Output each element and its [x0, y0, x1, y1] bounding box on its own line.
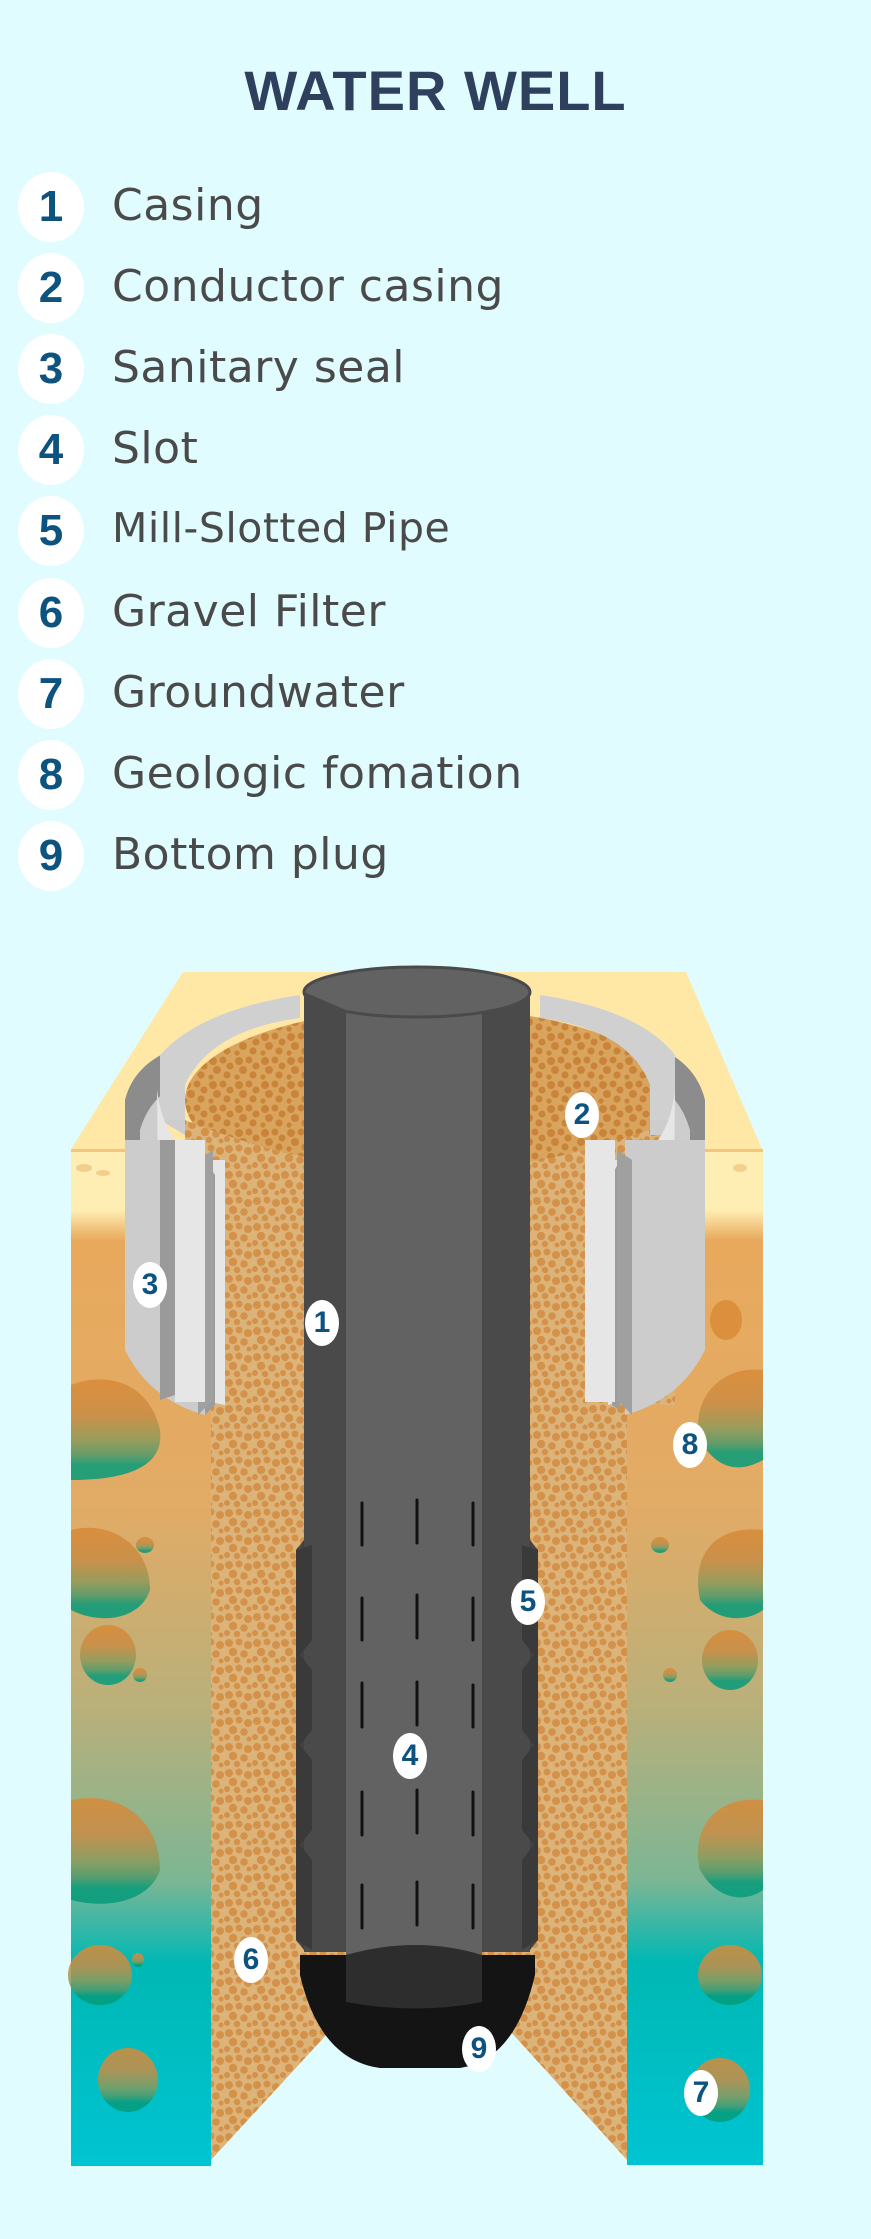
callout-slot: 4 [393, 1733, 427, 1779]
callout-gravel-filter: 6 [234, 1937, 268, 1983]
number-badge: 9 [18, 821, 84, 891]
legend-item-groundwater: 7 Groundwater [18, 659, 618, 729]
legend-label: Conductor casing [112, 261, 504, 312]
number-badge: 1 [18, 172, 84, 242]
callout-conductor-casing: 2 [565, 1092, 599, 1138]
slots [360, 1498, 475, 1930]
legend-item-sanitary-seal: 3 Sanitary seal [18, 334, 618, 404]
mill-slotted-pipe [296, 1540, 538, 1950]
page-title: WATER WELL [244, 59, 627, 122]
bottom-plug [300, 1945, 535, 2068]
number-badge: 3 [18, 334, 84, 404]
legend-item-gravel-filter: 6 Gravel Filter [18, 578, 618, 648]
legend-label: Casing [112, 180, 264, 231]
callout-geologic-formation: 8 [673, 1422, 707, 1468]
legend-label: Geologic fomation [112, 748, 523, 799]
callout-bottom-plug: 9 [462, 2026, 496, 2072]
number-badge: 2 [18, 253, 84, 323]
legend-label: Slot [112, 423, 199, 474]
number-badge: 7 [18, 659, 84, 729]
number-badge: 8 [18, 740, 84, 810]
callout-groundwater: 7 [684, 2070, 718, 2116]
legend-label: Sanitary seal [112, 342, 406, 393]
legend-item-mill-slotted-pipe: 5 Mill-Slotted Pipe [18, 496, 618, 566]
legend-item-slot: 4 Slot [18, 415, 618, 485]
legend-label: Bottom plug [112, 829, 389, 880]
legend-item-conductor-casing: 2 Conductor casing [18, 253, 618, 323]
callout-mill-slotted-pipe: 5 [511, 1579, 545, 1625]
number-badge: 4 [18, 415, 84, 485]
legend-label: Groundwater [112, 667, 405, 718]
legend-label: Mill-Slotted Pipe [112, 504, 451, 552]
number-badge: 5 [18, 496, 84, 566]
callout-sanitary-seal: 3 [133, 1262, 167, 1308]
legend-label: Gravel Filter [112, 586, 386, 637]
number-badge: 6 [18, 578, 84, 648]
legend-item-casing: 1 Casing [18, 172, 618, 242]
callout-casing: 1 [305, 1300, 339, 1346]
legend-item-bottom-plug: 9 Bottom plug [18, 821, 618, 891]
legend-item-geologic-formation: 8 Geologic fomation [18, 740, 618, 810]
